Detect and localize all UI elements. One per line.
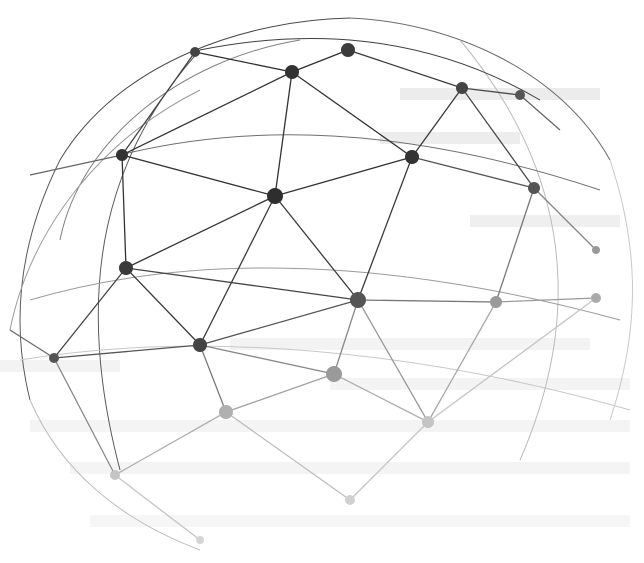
node <box>285 65 299 79</box>
node <box>405 150 419 164</box>
node <box>350 292 366 308</box>
node <box>515 90 525 100</box>
node <box>341 43 355 57</box>
node <box>119 261 133 275</box>
node <box>219 405 233 419</box>
node <box>196 536 204 544</box>
node <box>422 416 434 428</box>
node <box>456 82 468 94</box>
node <box>326 366 342 382</box>
node <box>490 296 502 308</box>
node <box>592 246 600 254</box>
node <box>190 47 200 57</box>
node <box>267 188 283 204</box>
node <box>193 338 207 352</box>
node <box>345 495 355 505</box>
node <box>528 182 540 194</box>
node <box>116 149 128 161</box>
node <box>591 293 601 303</box>
node <box>49 353 59 363</box>
node <box>110 470 120 480</box>
